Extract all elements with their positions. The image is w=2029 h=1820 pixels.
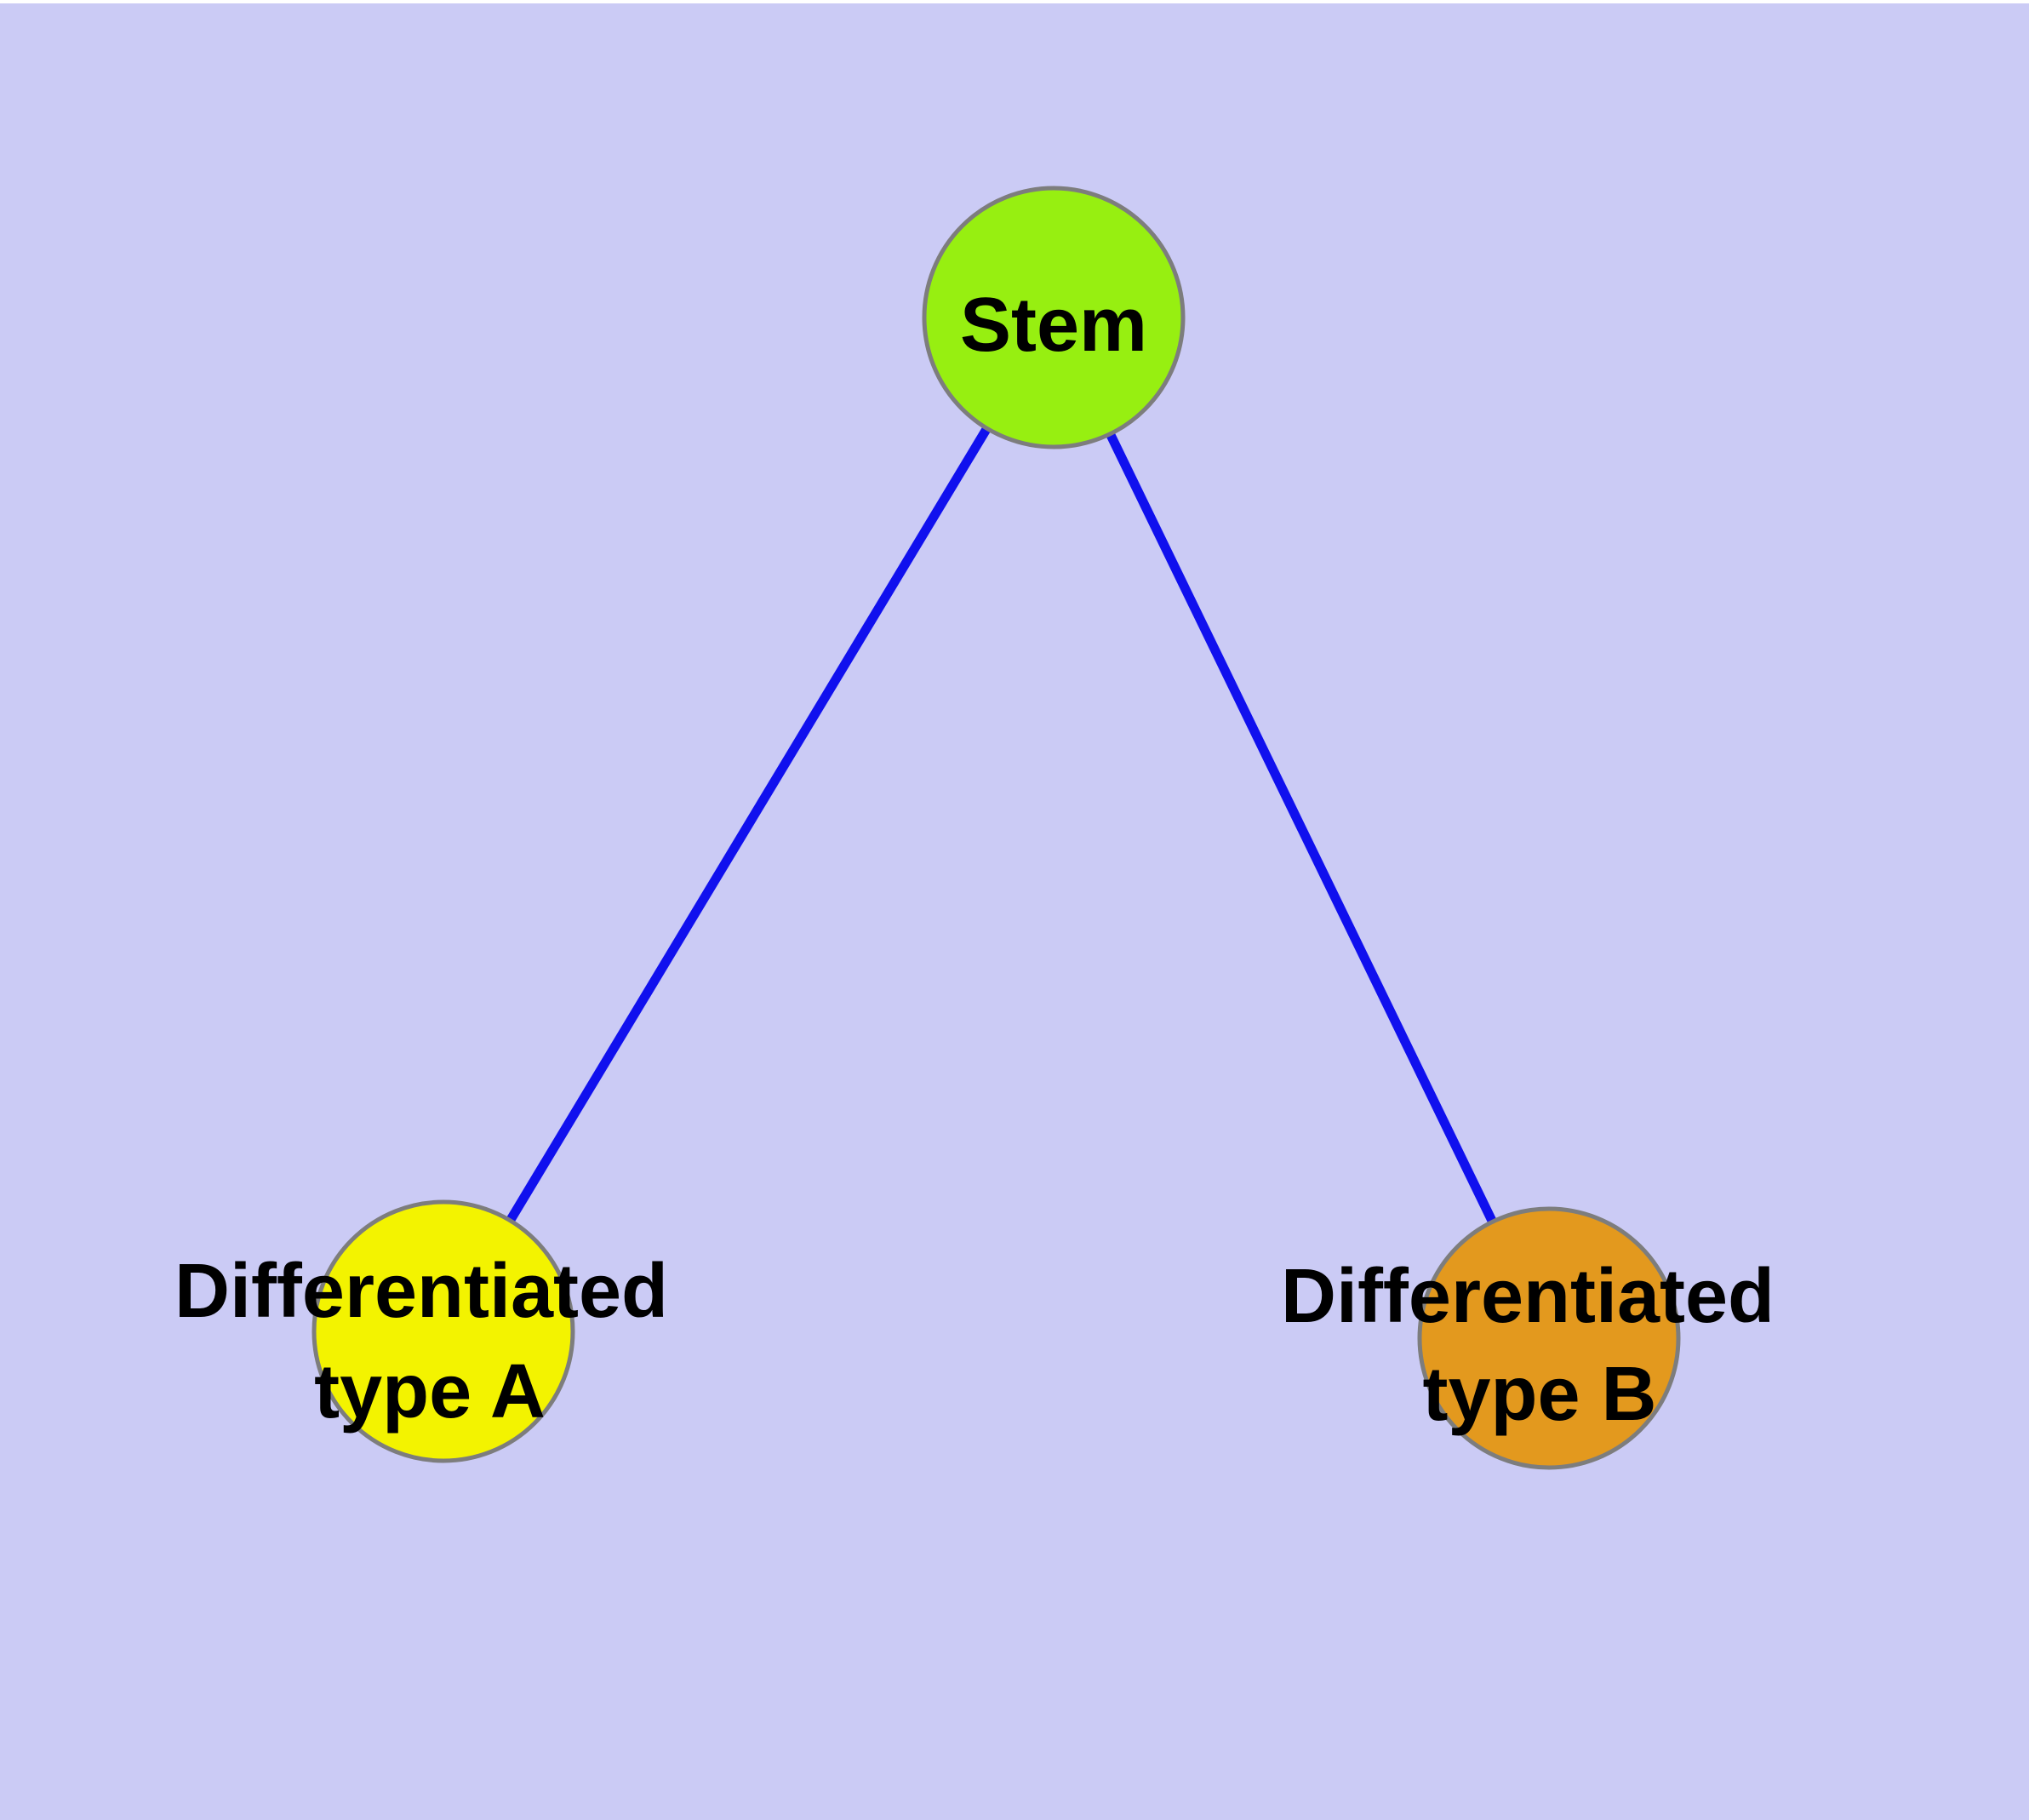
node-label-type-b-line-1: Differentiated <box>1281 1254 1775 1339</box>
edge-stem-to-type-a <box>439 315 1058 1334</box>
node-differentiated-type-b <box>1417 1206 1681 1470</box>
node-label-type-b-line-2: type B <box>1422 1352 1656 1437</box>
node-stem <box>922 186 1186 449</box>
edge-stem-to-type-b <box>1049 315 1553 1341</box>
node-differentiated-type-a <box>311 1199 575 1463</box>
node-label-type-a-line-2: type A <box>314 1349 546 1434</box>
node-label-type-a-line-1: Differentiated <box>174 1249 668 1334</box>
node-label-stem: Stem <box>960 283 1147 368</box>
